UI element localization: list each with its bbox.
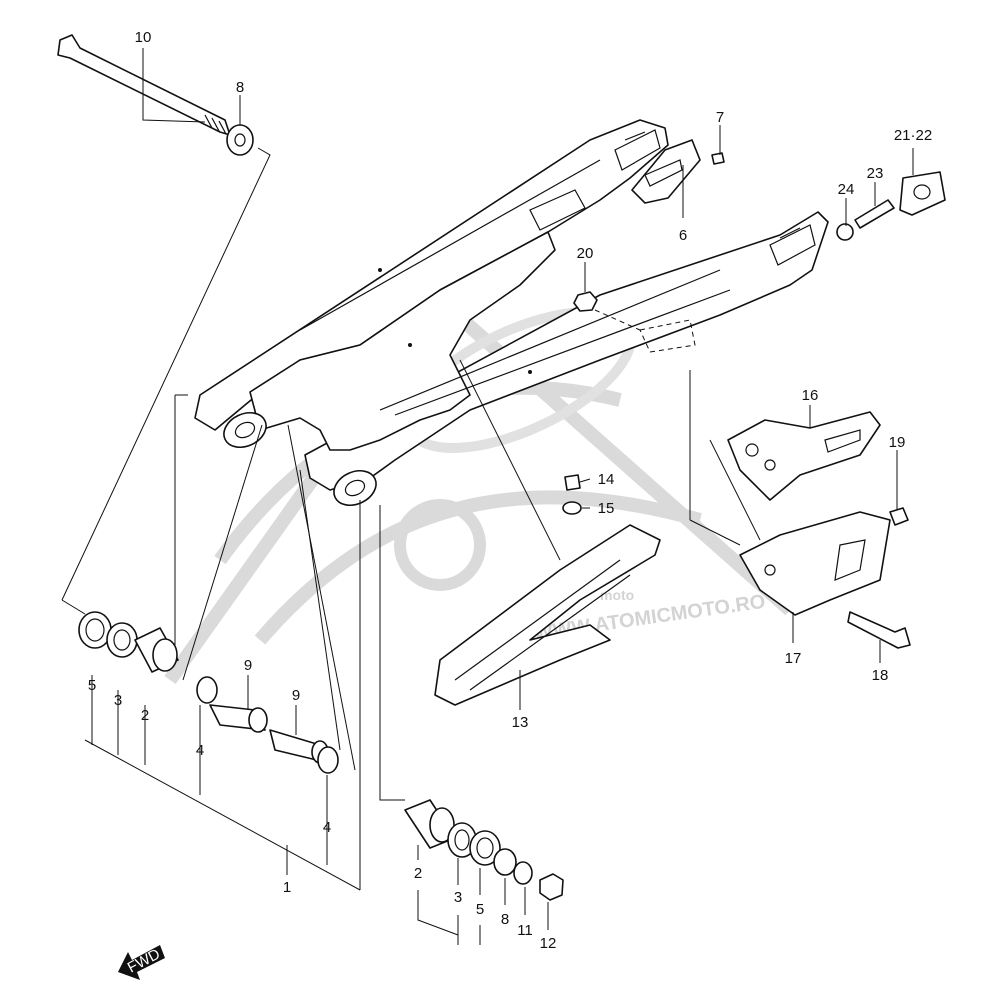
- callout-4-right: 4: [323, 819, 331, 836]
- callout-11: 11: [517, 922, 533, 939]
- swingarm: [194, 119, 829, 507]
- thrust-washer-left: [196, 676, 218, 704]
- callout-3-left: 3: [114, 692, 122, 709]
- washer-8-lower: [493, 848, 517, 876]
- callout-2-right: 2: [414, 865, 422, 882]
- callout-4-left: 4: [196, 742, 204, 759]
- watermark-brand: moto: [600, 587, 634, 603]
- callout-19: 19: [889, 434, 906, 451]
- callout-9-lower: 9: [292, 687, 300, 704]
- washer-top: [226, 124, 254, 156]
- thrust-washer-right: [317, 746, 339, 774]
- callout-leaders: [91, 48, 914, 945]
- plate-screw: [711, 152, 725, 165]
- watermark-logo: moto WWW.ATOMICMOTO.RO: [164, 289, 795, 685]
- chain-slider: [434, 524, 661, 706]
- guide-bolt-18: [847, 611, 911, 649]
- callout-10: 10: [135, 29, 152, 46]
- adjuster-washer: [836, 223, 854, 241]
- guide-bolt-19: [889, 507, 909, 526]
- callout-15: 15: [598, 500, 615, 517]
- callout-13: 13: [512, 714, 529, 731]
- callout-20: 20: [577, 245, 594, 262]
- dust-seal-left: [78, 611, 112, 649]
- fwd-label: FWD: [125, 945, 163, 976]
- callout-8-lower: 8: [501, 911, 509, 928]
- callout-21-22: 21·22: [894, 127, 932, 144]
- washer-11: [513, 861, 533, 885]
- chain-guide-lower: [739, 511, 891, 616]
- forward-arrow-icon: FWD: [118, 945, 165, 980]
- callout-2-left: 2: [141, 707, 149, 724]
- needle-bearing-left: [134, 627, 179, 673]
- collar-upper: [209, 704, 268, 733]
- chain-guide-upper: [727, 411, 881, 501]
- callout-5-right: 5: [476, 901, 484, 918]
- callout-12: 12: [540, 935, 557, 952]
- callout-labels: 10 8 7 6 21·22 23 24 20 16 19 14 15 17 1…: [88, 29, 932, 952]
- nut-12: [539, 873, 564, 901]
- washer-15: [562, 501, 582, 515]
- callout-24: 24: [838, 181, 855, 198]
- chain-adjuster-plate: [631, 139, 701, 204]
- assembly-lines: [61, 147, 761, 891]
- callout-14: 14: [598, 471, 615, 488]
- callout-3-right: 3: [454, 889, 462, 906]
- axle-adjuster-block: [899, 171, 946, 216]
- screw-14: [564, 474, 581, 491]
- callout-23: 23: [867, 165, 884, 182]
- callout-17: 17: [785, 650, 802, 667]
- callout-6: 6: [679, 227, 687, 244]
- callout-1: 1: [283, 879, 291, 896]
- adjuster-bolt: [854, 199, 895, 229]
- callout-8-top: 8: [236, 79, 244, 96]
- callout-18: 18: [872, 667, 889, 684]
- callout-9-upper: 9: [244, 657, 252, 674]
- callout-16: 16: [802, 387, 819, 404]
- oil-seal-left: [106, 622, 138, 658]
- callout-5-left: 5: [88, 677, 96, 694]
- nut-20: [573, 291, 598, 312]
- callout-7: 7: [716, 109, 724, 126]
- dust-seal-right: [469, 830, 501, 866]
